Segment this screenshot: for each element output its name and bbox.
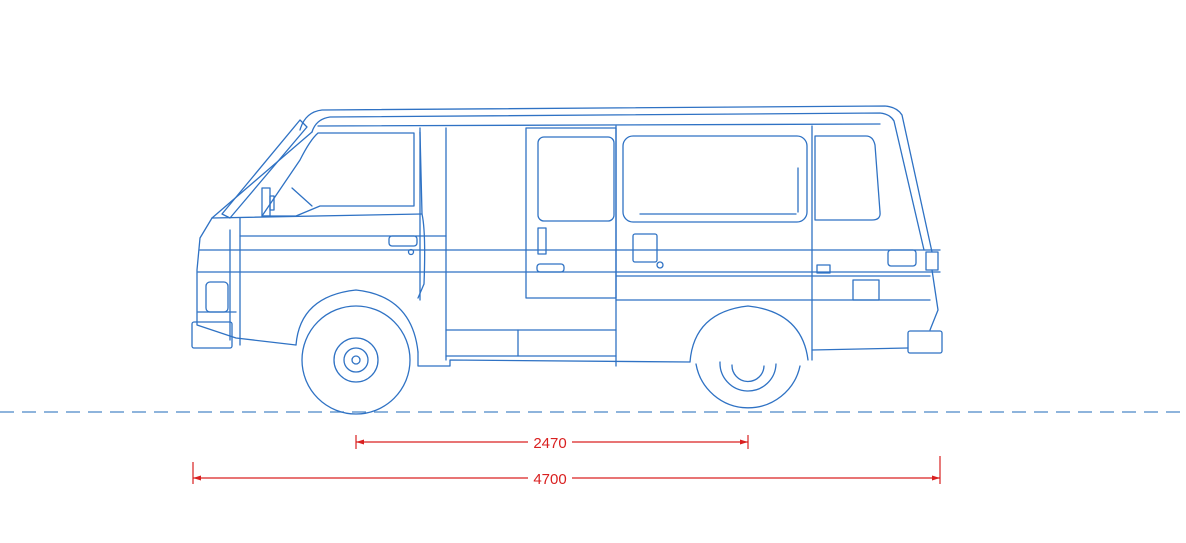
front-hub [333,337,379,383]
overall-length-dimension: 4700 [192,456,941,488]
front-hub-center [351,355,361,365]
front-tire [301,305,411,415]
front-body [196,217,297,346]
beltline-front [211,213,423,219]
fuel-door [852,279,880,301]
rear-corner [929,269,939,331]
a-pillar [211,131,313,219]
van-roof [299,105,933,253]
roof-line [317,123,881,127]
rear-light [925,251,939,271]
front-door [417,131,426,299]
side-mirror [261,187,271,217]
rear-wheel-arch [689,305,809,363]
rear-hub [719,361,777,392]
headlight [205,281,229,313]
rear-hub-inner [731,364,765,383]
wheelbase-dimension: 2470 [355,435,749,452]
front-hub-inner [343,347,369,373]
side-marker [816,264,831,274]
rear-side-window [622,135,808,223]
wheelbase-label: 2470 [533,435,566,452]
rear-quarter-window [814,135,881,221]
front-door-handle [388,235,418,247]
wheelbase-arrow-right [740,439,748,445]
rear-bumper [907,330,943,354]
wheelbase-arrow-left [356,439,364,445]
front-wheel-arch [295,289,419,353]
van-roof-inner [311,112,925,251]
cab-window [261,132,415,217]
length-arrow-right [932,475,940,481]
sliding-door-window [537,136,615,222]
rear-sill [811,347,909,351]
side-mirror-mount [269,195,275,211]
van-outline [191,105,943,415]
rear-panel-grip [632,233,658,263]
rear-tire [695,363,801,409]
sliding-door-lock [537,227,547,255]
front-bumper [191,321,233,349]
length-arrow-left [193,475,201,481]
sliding-door-handle [536,263,565,273]
side-sill [417,351,691,367]
overall-length-label: 4700 [533,471,566,488]
window-latch [291,187,313,207]
rear-side-lamp [887,249,917,267]
rear-panel-lock [656,261,664,269]
